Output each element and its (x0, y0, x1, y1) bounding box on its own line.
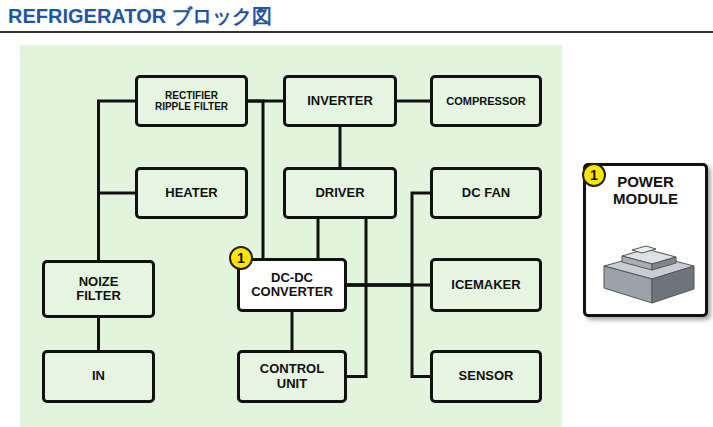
highlighted-box: DC-DC CONVERTER (237, 258, 347, 312)
module-face (652, 266, 694, 303)
box-label: INVERTER (307, 94, 373, 108)
process-box: HEATER (135, 167, 248, 219)
connector-line (339, 127, 342, 167)
box-label: SENSOR (459, 369, 514, 383)
process-box: DRIVER (283, 167, 397, 219)
box-label: IN (92, 369, 105, 383)
box-label: COMPRESSOR (446, 95, 525, 107)
callout-number: 1 (229, 246, 253, 270)
connector-line (347, 285, 430, 377)
process-box: DC FAN (430, 167, 542, 219)
connector-line (99, 101, 136, 260)
connector-line (97, 318, 100, 350)
process-box: IN (42, 350, 155, 403)
process-box: RECTIFIER RIPPLE FILTER (135, 75, 248, 127)
process-box: ICEMAKER (430, 258, 542, 312)
process-box: NOIZE FILTER (42, 260, 155, 318)
box-label: DC-DC CONVERTER (246, 271, 338, 300)
module-face (632, 246, 656, 253)
process-box: CONTROL UNIT (237, 350, 347, 403)
box-label: ICEMAKER (451, 278, 520, 292)
module-face (604, 266, 652, 303)
box-label: CONTROL UNIT (256, 362, 328, 391)
process-box: COMPRESSOR (430, 75, 542, 127)
process-box: INVERTER (283, 75, 397, 127)
box-label: HEATER (165, 186, 217, 200)
page-title: REFRIGERATOR ブロック図 (8, 3, 272, 30)
module-face (622, 256, 652, 270)
connector-line (397, 100, 430, 103)
connector-line (347, 219, 366, 377)
process-box: SENSOR (430, 350, 542, 403)
title-rule (0, 31, 713, 33)
box-label: DC FAN (462, 186, 510, 200)
connector-line (248, 101, 263, 258)
connector-line (291, 312, 294, 350)
box-label: DRIVER (315, 186, 364, 200)
module-face (652, 257, 676, 270)
connector-line (99, 193, 136, 260)
module-panel: POWER MODULE (583, 163, 708, 317)
box-label: NOIZE FILTER (64, 275, 134, 304)
green-panel (20, 45, 562, 427)
box-label: POWER MODULE (601, 174, 691, 207)
box-label: RECTIFIER RIPPLE FILTER (148, 90, 236, 112)
connector-line (317, 219, 320, 258)
callout-number: 1 (582, 163, 606, 187)
